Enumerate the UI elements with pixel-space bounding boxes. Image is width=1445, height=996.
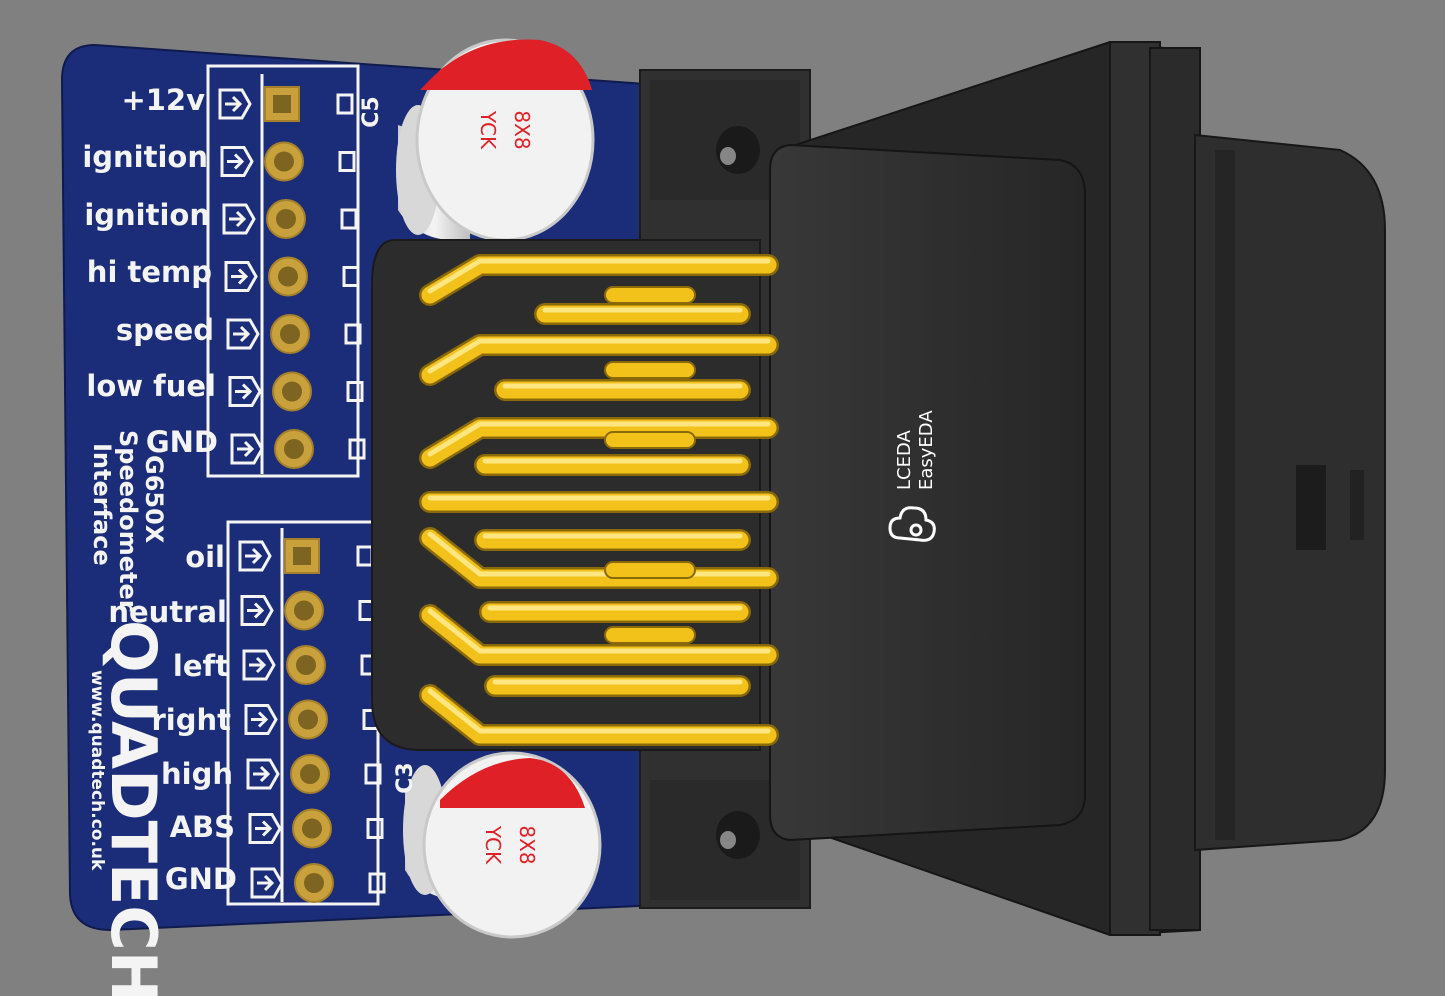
logo-line-2: EasyEDA (916, 410, 937, 490)
bottom-header-pad-1 (284, 538, 320, 574)
top-header-arrow-5 (226, 318, 260, 350)
top-header-tab-2 (338, 151, 356, 172)
top-header-tabs (336, 93, 366, 460)
label-gnd-bottom: GND (165, 862, 237, 896)
label-hi-temp: hi temp (87, 255, 212, 289)
board-title: G650X Speedometer Interface (88, 430, 168, 612)
brand-name: QUADTECH (97, 620, 170, 996)
bottom-header-arrow-2 (240, 595, 274, 626)
pin-11 (421, 606, 777, 664)
bottom-header-labels: oil neutral left right high ABS GND (108, 540, 237, 896)
pin-1 (421, 256, 777, 304)
label-ignition-2: ignition (84, 198, 210, 232)
title-line-1: G650X (140, 455, 168, 544)
capacitor-c3: 8X8 YCK C3 (393, 751, 602, 939)
c3-ref: C3 (393, 762, 418, 793)
pin-stub-4 (604, 561, 696, 579)
c5-ref: C5 (359, 96, 384, 127)
bottom-header-arrow-1 (238, 540, 272, 572)
c3-marking-1: 8X8 (515, 825, 539, 864)
cloud-icon (888, 506, 936, 542)
bottom-header-arrow-7 (250, 867, 284, 899)
label-oil: oil (185, 540, 225, 574)
top-header-arrow-6 (228, 376, 262, 407)
top-header-labels: +12v ignition ignition hi temp speed low… (82, 83, 218, 459)
c3-marking-2: YCK (481, 825, 505, 865)
label-speed: speed (116, 313, 214, 347)
brand-url: www.quadtech.co.uk (87, 670, 107, 871)
label-left: left (173, 649, 229, 683)
pin-stub-1 (604, 286, 696, 304)
top-header-arrow-4 (224, 261, 258, 292)
top-header-tab-6 (346, 381, 364, 402)
top-header-tab-4 (342, 266, 360, 287)
top-header-arrow-3 (222, 203, 256, 235)
top-header-tab-3 (340, 208, 358, 230)
label-gnd-top: GND (146, 425, 218, 459)
top-header-arrow-1 (218, 88, 252, 120)
connector-rear-plug (1194, 133, 1386, 852)
bottom-header-arrow-5 (246, 758, 280, 790)
top-header-tab-7 (348, 438, 366, 460)
top-header-arrow-2 (220, 146, 254, 177)
top-header-arrow-7 (230, 433, 264, 465)
bottom-header-arrow-4 (244, 704, 278, 735)
capacitor-c5: 8X8 YCK C5 (359, 38, 595, 242)
label-ignition-1: ignition (82, 140, 208, 174)
c5-marking-2: YCK (476, 110, 500, 150)
c5-marking-1: 8X8 (510, 110, 534, 149)
connector-body (769, 143, 1086, 842)
label-high: high (161, 757, 233, 791)
bottom-header-tab-5 (364, 763, 382, 785)
pin-stub-3 (604, 431, 696, 449)
connector: LCEDA EasyEDA (371, 40, 1386, 937)
bottom-header-tab-7 (368, 872, 386, 894)
top-header-pads (264, 86, 314, 469)
label-12v: +12v (121, 83, 205, 117)
brand-logo: QUADTECH www.quadtech.co.uk (87, 620, 170, 996)
easyeda-logo: LCEDA EasyEDA (888, 410, 937, 542)
pin-13 (421, 686, 777, 744)
pin-5 (421, 419, 777, 467)
pin-stub-5 (604, 626, 696, 644)
top-header-tab-1 (336, 93, 354, 115)
bottom-header-pads (284, 538, 334, 903)
label-right: right (151, 703, 231, 737)
title-line-3: Interface (88, 443, 116, 566)
top-header-arrows (218, 88, 264, 465)
bottom-header-arrow-6 (248, 813, 282, 844)
bottom-header-tab-6 (366, 818, 384, 839)
label-neutral: neutral (108, 595, 227, 629)
pin-stub-2 (604, 361, 696, 379)
bottom-header-arrows (238, 540, 284, 899)
title-line-2: Speedometer (114, 430, 142, 612)
logo-line-1: LCEDA (894, 429, 915, 490)
top-header-tab-5 (344, 323, 362, 345)
bottom-header-arrow-3 (242, 649, 276, 681)
pin-3 (421, 336, 777, 384)
label-low-fuel: low fuel (86, 369, 216, 403)
label-abs: ABS (170, 810, 235, 844)
connector-pins (419, 254, 779, 746)
